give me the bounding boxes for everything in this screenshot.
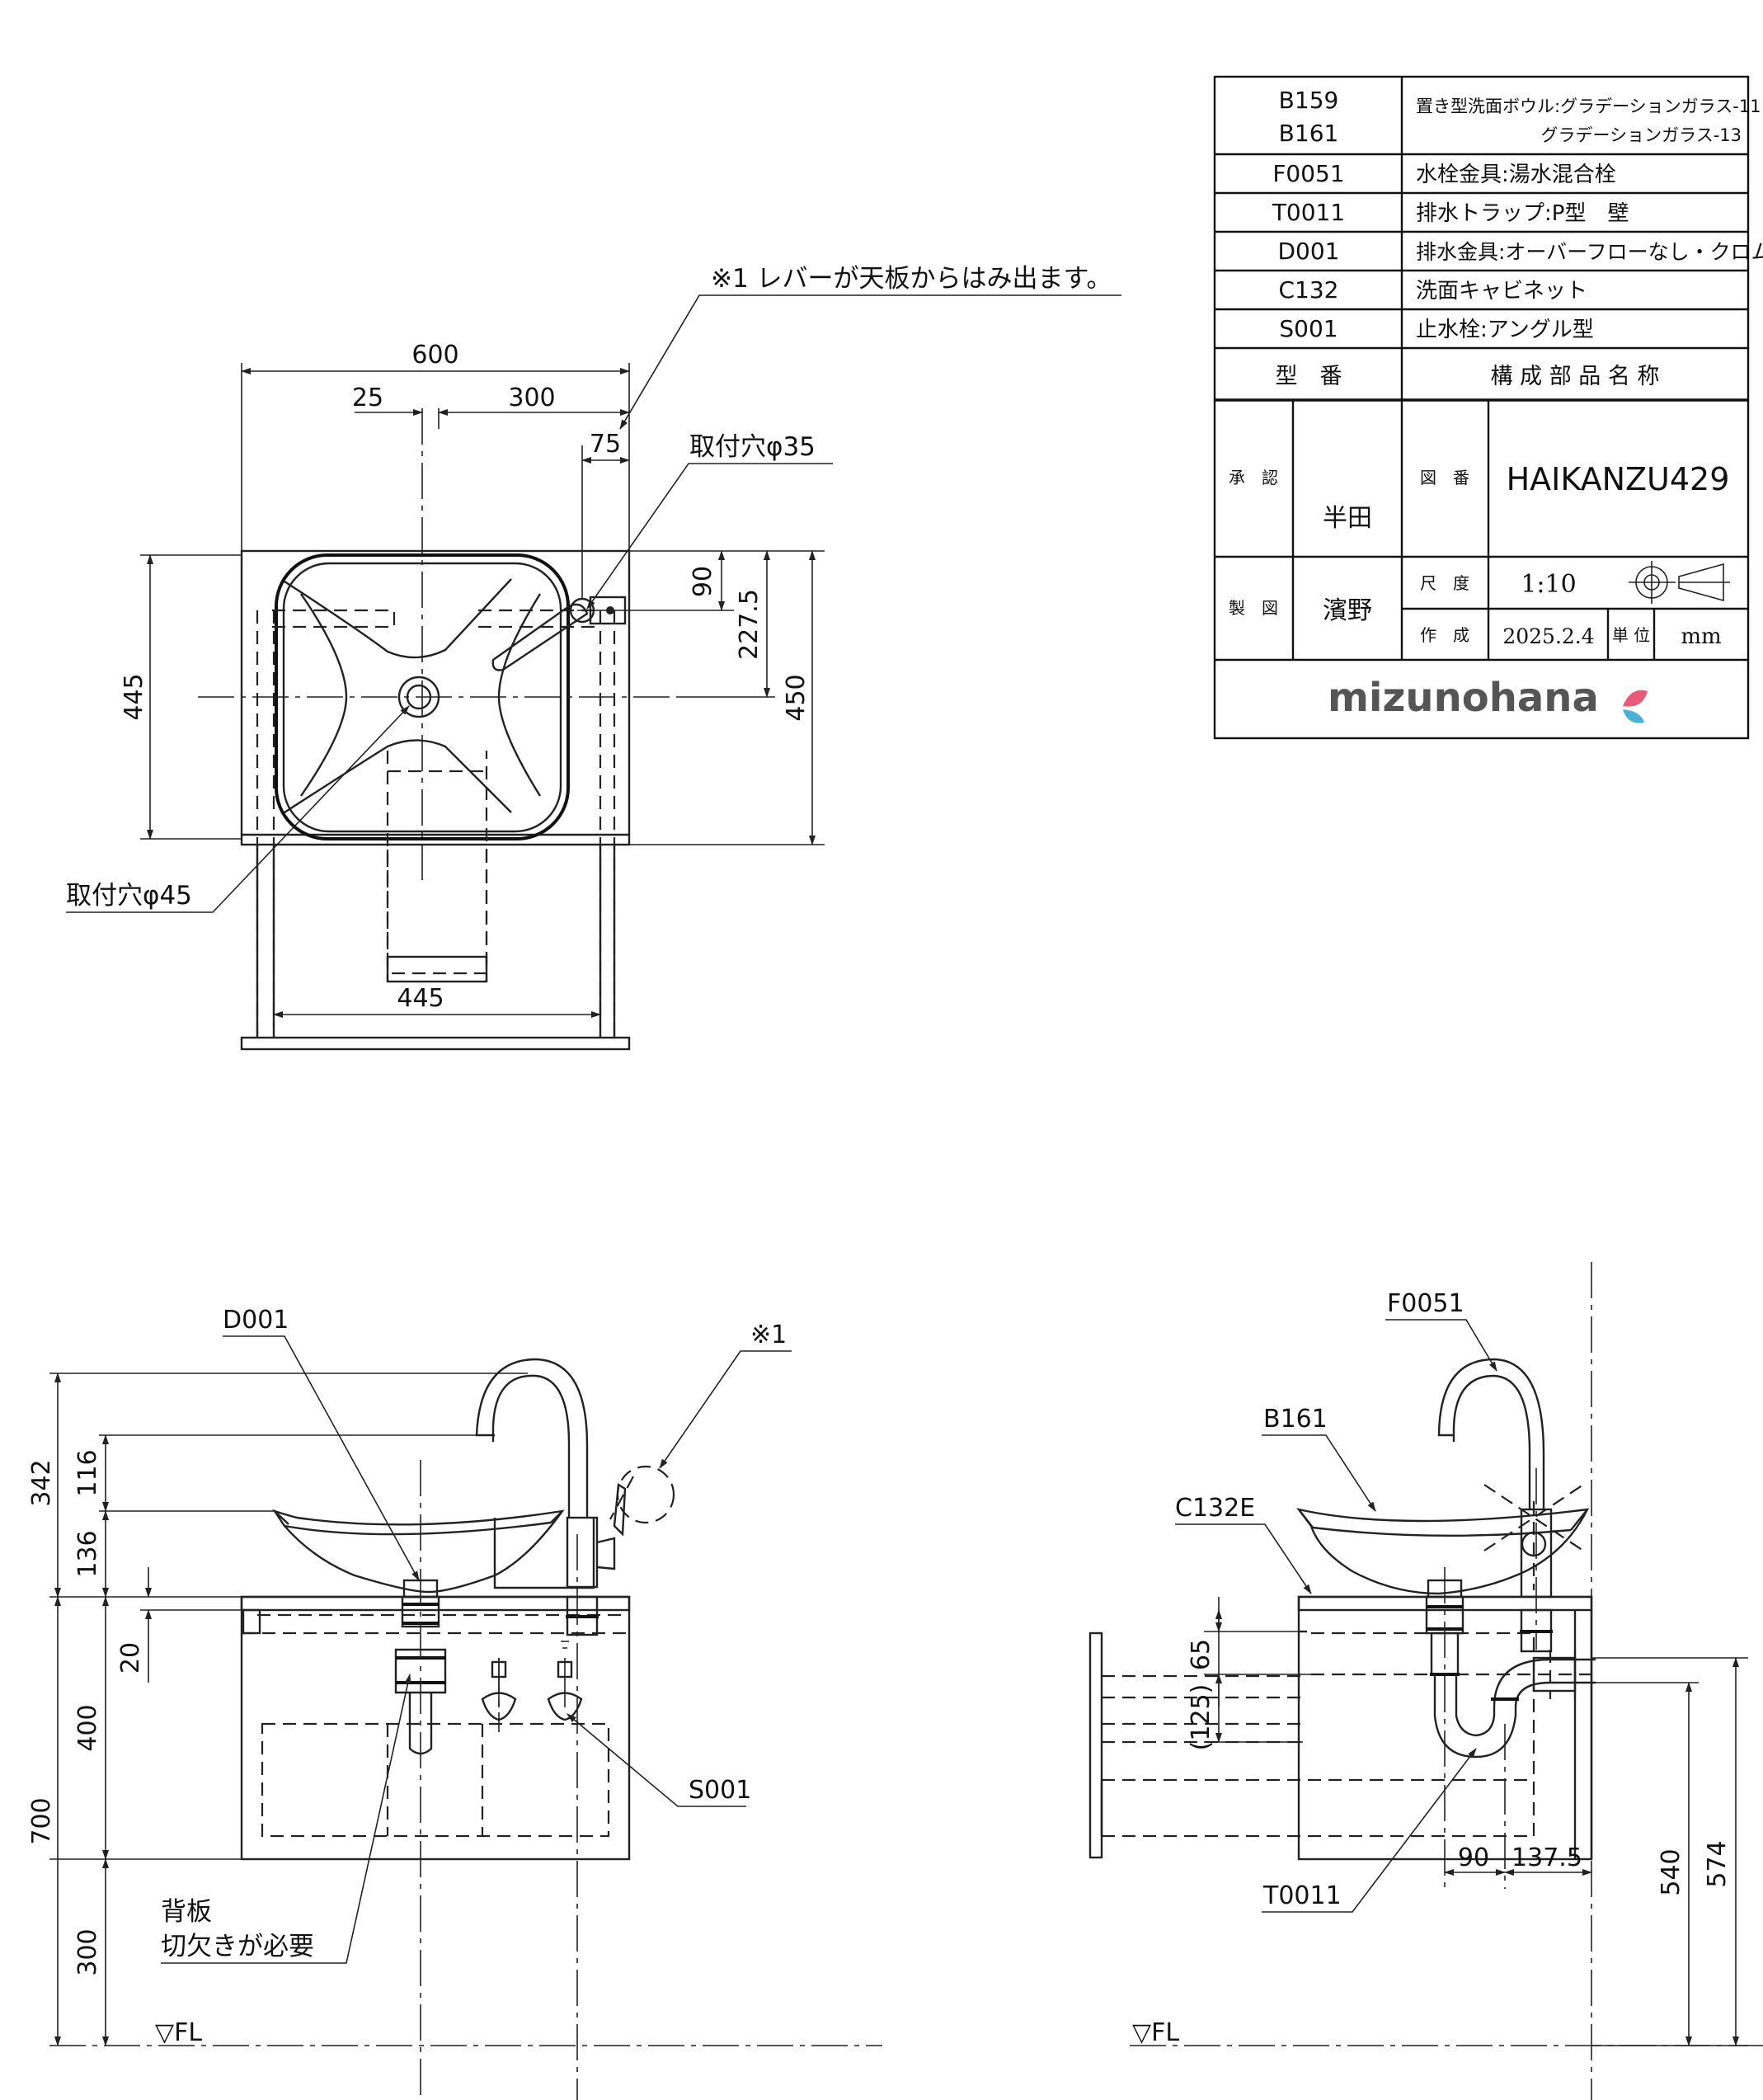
front-dim-20: 20: [116, 1642, 145, 1674]
unit-label: 単 位: [1612, 625, 1650, 645]
part-name-bowl: 置き型洗面ボウル:グラデーションガラス-11: [1416, 97, 1761, 116]
stop-valve-right-icon: [547, 1641, 583, 1721]
note-lever-protrudes: ※1 レバーが天板からはみ出ます。: [711, 264, 1112, 294]
scale-value: 1:10: [1521, 570, 1576, 599]
approver-name: 半田: [1323, 504, 1372, 533]
front-view: ▽FL 342 116 136 20 400 700 300 D001 ※1 S…: [27, 1306, 882, 2100]
side-dim-540: 540: [1657, 1848, 1685, 1895]
drafted-label: 製 図: [1229, 598, 1278, 618]
drafter-name: 濱野: [1323, 596, 1372, 625]
side-dim-137-5: 137.5: [1511, 1843, 1582, 1872]
side-dim-65: 65: [1187, 1639, 1215, 1670]
front-dim-136: 136: [73, 1530, 102, 1577]
front-dim-700: 700: [27, 1797, 56, 1844]
header-part-name: 構 成 部 品 名 称: [1491, 364, 1660, 389]
front-dim-342: 342: [27, 1459, 56, 1506]
front-floor-label: ▽FL: [155, 2018, 202, 2047]
label-hole-35: 取付穴φ35: [689, 432, 816, 462]
front-note-backboard: 背板: [161, 1897, 212, 1927]
front-label-note1: ※1: [750, 1321, 787, 1349]
part-code-c132: C132: [1279, 276, 1339, 304]
front-dim-300: 300: [73, 1928, 102, 1975]
side-label-f0051: F0051: [1387, 1289, 1464, 1318]
part-code-b159: B159: [1279, 87, 1339, 114]
header-model-no: 型 番: [1276, 364, 1342, 389]
part-name-drain: 排水金具:オーバーフローなし・クロム: [1416, 240, 1763, 264]
plan-dim-600: 600: [411, 341, 458, 370]
approve-label: 承 認: [1229, 468, 1278, 487]
parts-table: B159 B161 置き型洗面ボウル:グラデーションガラス-11 グラデーション…: [1213, 75, 1763, 740]
drawing-no: HAIKANZU429: [1507, 461, 1730, 497]
part-name-trap: 排水トラップ:P型 壁: [1416, 201, 1629, 226]
plan-dim-90: 90: [689, 566, 717, 597]
front-label-d001: D001: [223, 1306, 289, 1335]
plan-view: 600 25 300 75 445 450 90 227.5 445 ※1 レバ…: [66, 264, 1121, 1051]
part-code-f0051: F0051: [1272, 160, 1344, 187]
part-code-d001: D001: [1277, 238, 1339, 265]
plan-dim-25: 25: [352, 384, 383, 412]
front-dim-400: 400: [73, 1704, 102, 1751]
part-name-bowl-2: グラデーションガラス-13: [1541, 125, 1742, 145]
brand-petal-icon-2: [1623, 709, 1644, 723]
unit-value: mm: [1681, 624, 1721, 649]
front-label-s001: S001: [689, 1776, 751, 1805]
plan-dim-450: 450: [782, 674, 811, 721]
side-label-t0011: T0011: [1262, 1881, 1342, 1910]
projection-symbol-icon: [1629, 561, 1730, 604]
side-dim-125: (125): [1187, 1684, 1215, 1751]
side-dim-90: 90: [1458, 1843, 1489, 1872]
plan-dim-445-vertical: 445: [120, 673, 148, 720]
plan-dim-227-5: 227.5: [735, 589, 764, 660]
part-name-faucet: 水栓金具:湯水混合栓: [1416, 162, 1616, 187]
title-block: 承 認 半田 図 番 HAIKANZU429 製 図 濱野 尺 度 1:10 作…: [1215, 400, 1748, 723]
part-name-cabinet: 洗面キャビネット: [1416, 279, 1587, 304]
part-code-s001: S001: [1279, 315, 1338, 342]
side-label-b161: B161: [1263, 1405, 1328, 1434]
side-view: ▽FL 65 (125) 90 137.5 540 574 F0051 B161…: [1088, 1262, 1763, 2100]
side-dim-574: 574: [1703, 1840, 1732, 1887]
part-code-t0011: T0011: [1272, 199, 1345, 226]
drawing-no-label: 図 番: [1420, 468, 1469, 487]
brand-logo: mizunohana: [1328, 675, 1648, 723]
plan-dim-75: 75: [590, 430, 621, 459]
side-floor-label: ▽FL: [1132, 2018, 1179, 2047]
plan-dim-445-bottom: 445: [397, 984, 444, 1013]
label-hole-45: 取付穴φ45: [66, 881, 192, 911]
brand-wordmark: mizunohana: [1328, 675, 1599, 721]
part-code-b161: B161: [1279, 120, 1339, 147]
created-date: 2025.2.4: [1502, 624, 1594, 648]
front-dim-116: 116: [73, 1449, 102, 1496]
plan-dim-300: 300: [508, 384, 555, 412]
side-label-c132e: C132E: [1175, 1494, 1255, 1523]
created-label: 作 成: [1420, 625, 1469, 645]
brand-petal-icon: [1623, 690, 1648, 707]
scale-label: 尺 度: [1420, 573, 1469, 593]
front-note-cutout: 切欠きが必要: [161, 1932, 314, 1961]
part-name-stopvalve: 止水栓:アングル型: [1416, 318, 1594, 342]
